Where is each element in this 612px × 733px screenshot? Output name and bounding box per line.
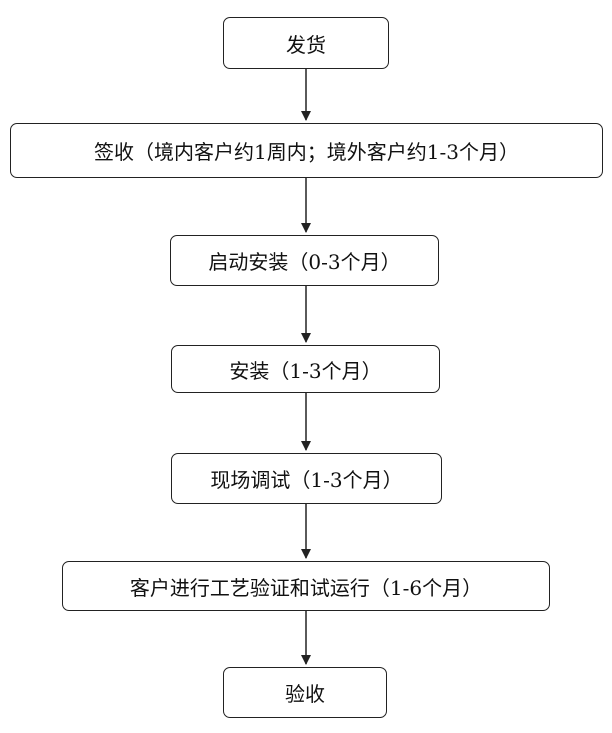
step-onsite-commissioning: 现场调试（1-3个月） xyxy=(171,453,442,504)
step-acceptance: 验收 xyxy=(223,667,387,718)
step-onsite-commissioning-label: 现场调试（1-3个月） xyxy=(210,468,403,492)
step-receipt: 签收（境内客户约1周内；境外客户约1-3个月） xyxy=(10,123,603,178)
step-receipt-label: 签收（境内客户约1周内；境外客户约1-3个月） xyxy=(94,140,519,164)
step-ship: 发货 xyxy=(223,17,389,69)
step-start-installation-label: 启动安装（0-3个月） xyxy=(208,250,401,274)
step-installation-label: 安装（1-3个月） xyxy=(229,358,382,383)
step-process-verification-label: 客户进行工艺验证和试运行（1-6个月） xyxy=(129,575,483,600)
step-ship-label: 发货 xyxy=(286,32,326,57)
step-process-verification: 客户进行工艺验证和试运行（1-6个月） xyxy=(62,561,550,611)
step-installation: 安装（1-3个月） xyxy=(171,345,440,393)
step-acceptance-label: 验收 xyxy=(285,682,325,706)
step-start-installation: 启动安装（0-3个月） xyxy=(170,235,439,286)
